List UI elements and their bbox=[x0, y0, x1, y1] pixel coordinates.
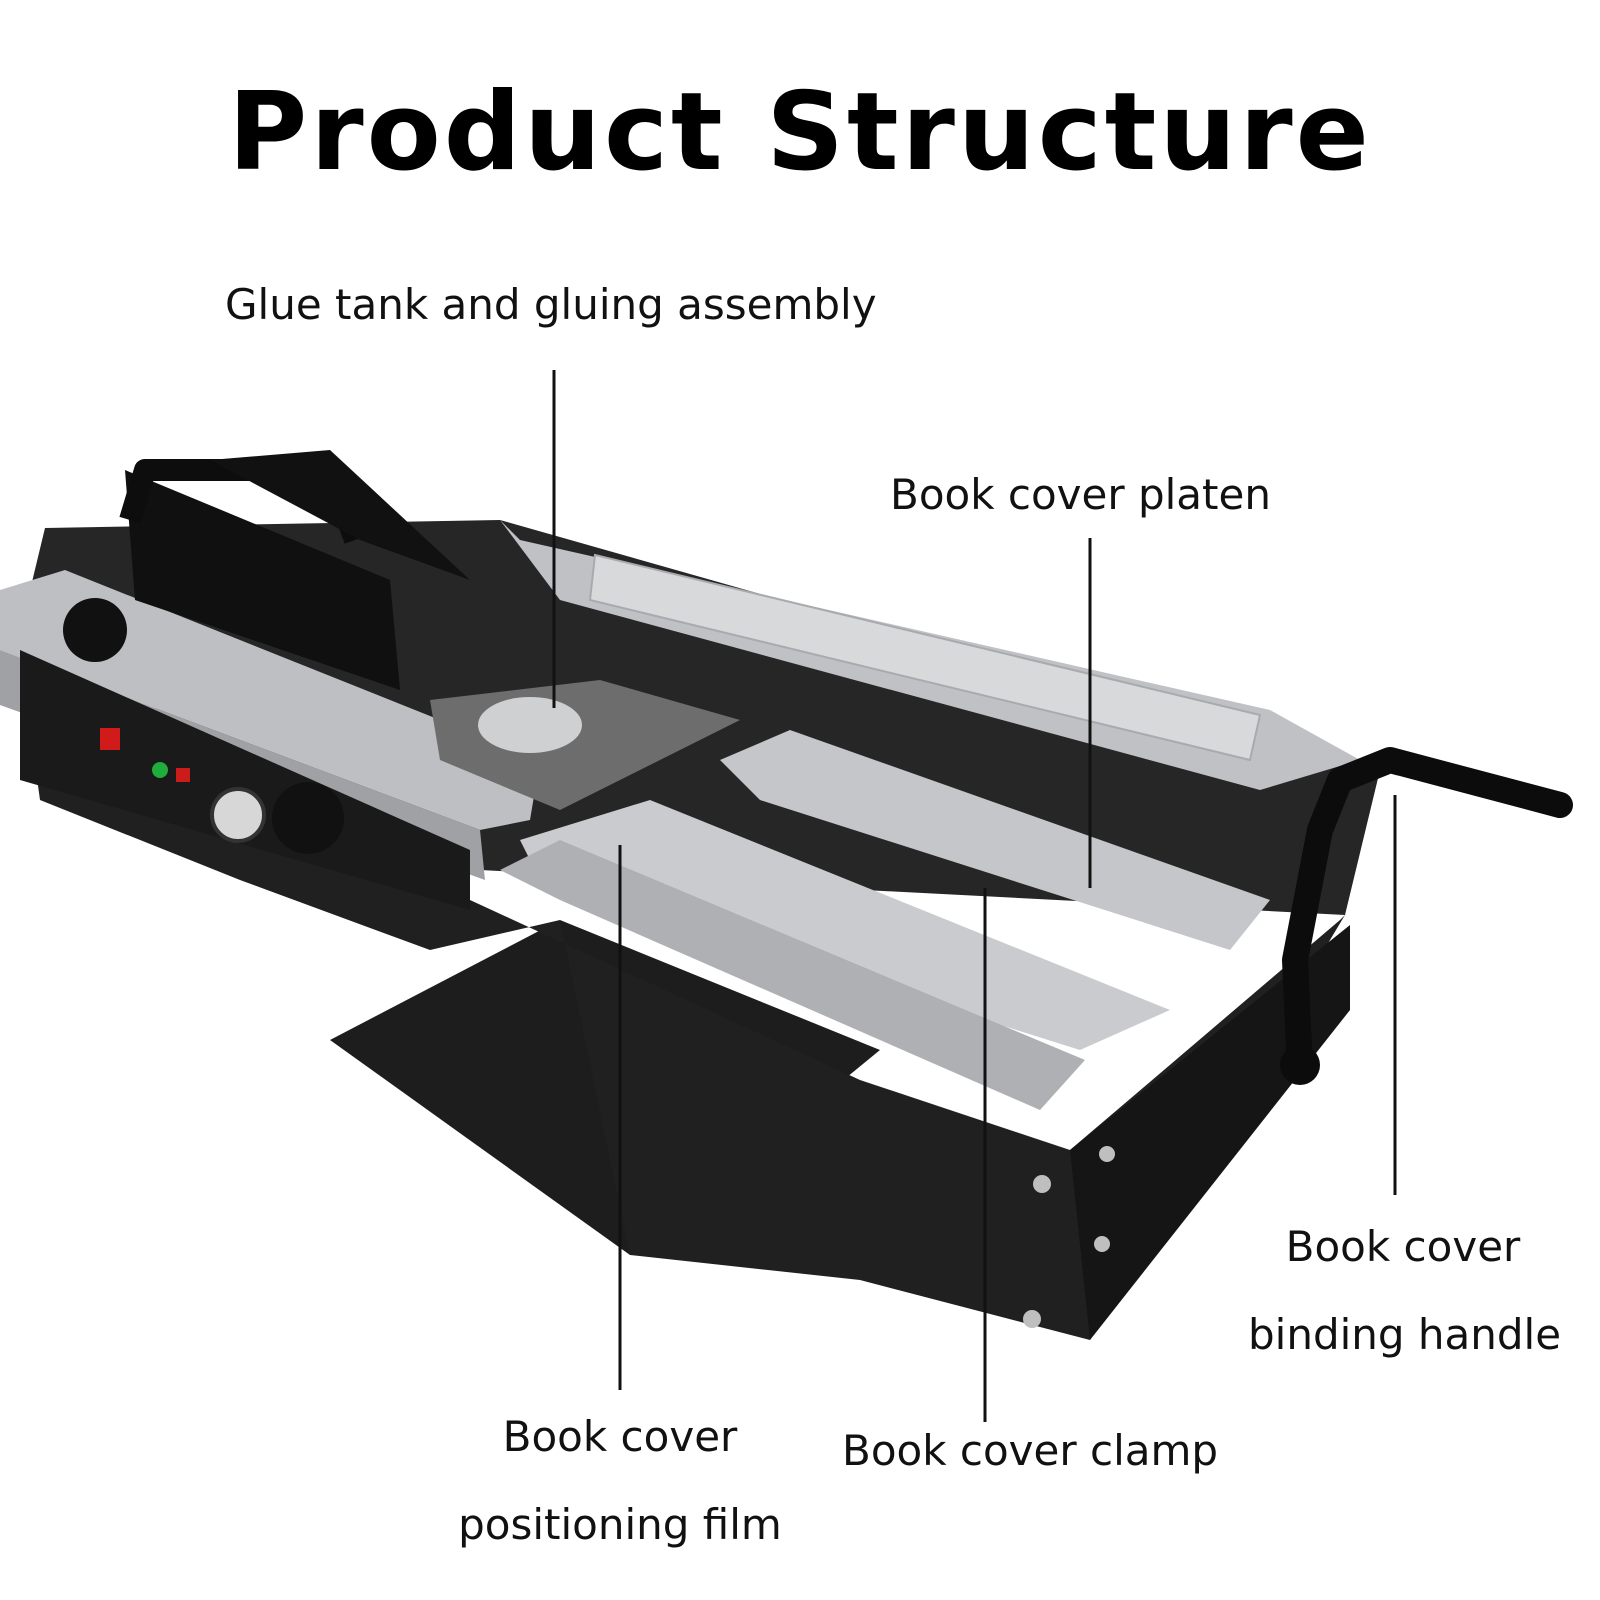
crank-handle bbox=[1282, 747, 1573, 1083]
green-indicator bbox=[152, 762, 168, 778]
base-front-face bbox=[1070, 925, 1350, 1340]
cover-plate-base bbox=[500, 840, 1085, 1110]
screw bbox=[1033, 1175, 1051, 1193]
power-switch bbox=[100, 728, 120, 750]
machine-base bbox=[18, 640, 1345, 1340]
label-positioning-film: Book cover positioning film bbox=[455, 1393, 785, 1569]
label-positioning-film-line2: positioning film bbox=[458, 1500, 782, 1549]
crank-hub bbox=[1280, 1045, 1320, 1085]
label-binding-handle-line1: Book cover bbox=[1285, 1222, 1521, 1271]
label-clamp: Book cover clamp bbox=[842, 1426, 1219, 1475]
book-clamp-wings bbox=[210, 450, 470, 580]
cover-clamp bbox=[520, 800, 1170, 1050]
screw bbox=[1099, 1146, 1115, 1162]
label-glue-tank: Glue tank and gluing assembly bbox=[225, 280, 877, 329]
label-binding-handle: Book cover binding handle bbox=[1248, 1203, 1562, 1379]
label-positioning-film-line1: Book cover bbox=[502, 1412, 738, 1461]
screw bbox=[1094, 1236, 1110, 1252]
temperature-dial bbox=[210, 787, 266, 843]
left-knob bbox=[63, 598, 127, 662]
red-indicator bbox=[176, 768, 190, 782]
left-silver-arm bbox=[0, 570, 540, 830]
glue-roller bbox=[478, 697, 582, 753]
control-panel bbox=[20, 650, 470, 910]
glue-tank-housing bbox=[125, 470, 400, 690]
label-binding-handle-line2: binding handle bbox=[1248, 1310, 1562, 1359]
instruction-plate bbox=[588, 553, 1262, 762]
right-knob bbox=[272, 782, 344, 854]
screw bbox=[1023, 1310, 1041, 1328]
cover-platen bbox=[720, 730, 1270, 950]
page-title: Product Structure bbox=[228, 70, 1372, 195]
label-platen: Book cover platen bbox=[890, 470, 1271, 519]
